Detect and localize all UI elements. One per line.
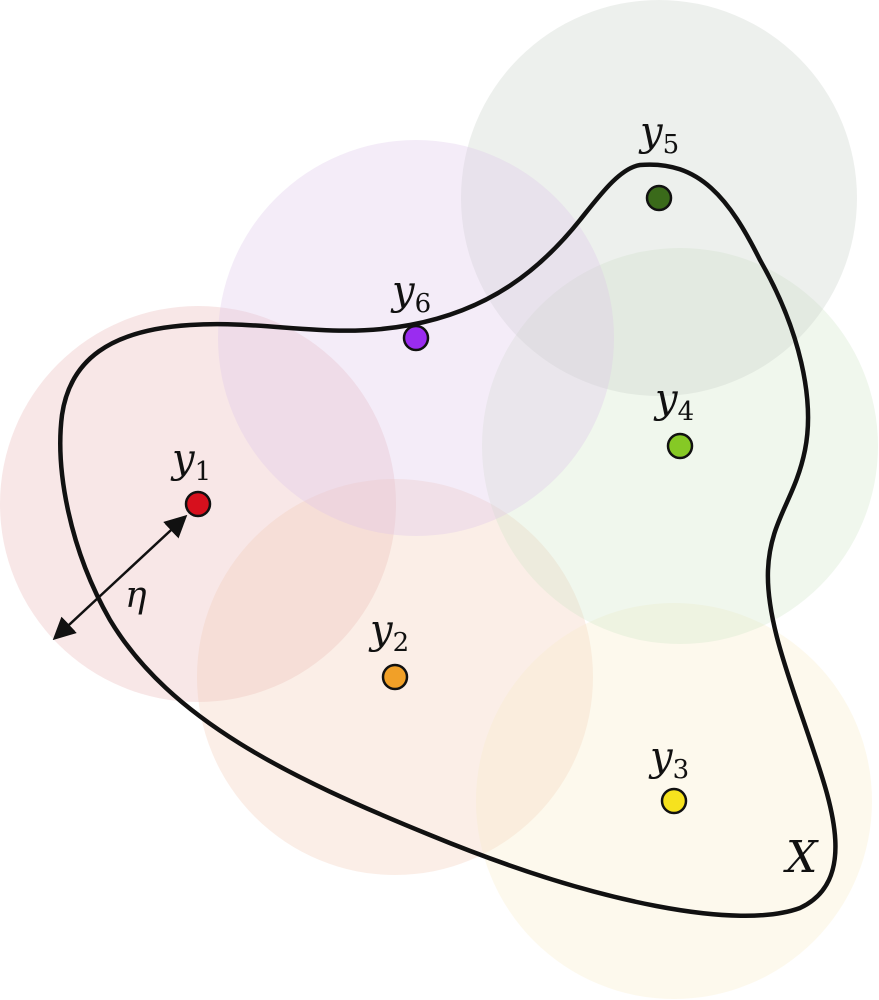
- label-y2: y2: [368, 607, 409, 658]
- set-label: X: [783, 832, 819, 883]
- point-y2: [381, 663, 409, 691]
- label-y6: y6: [390, 268, 431, 319]
- center-points: [184, 184, 694, 815]
- radius-label: η: [125, 575, 147, 616]
- point-y3: [660, 787, 688, 815]
- label-y5: y5: [638, 109, 679, 160]
- set-boundary-curve: [58, 162, 838, 918]
- label-y3: y3: [648, 734, 689, 785]
- point-labels: y1 y2 y3 y4 y5 y6: [170, 109, 694, 785]
- label-y4: y4: [653, 376, 694, 427]
- label-y1: y1: [170, 436, 211, 487]
- point-y6: [402, 324, 430, 352]
- point-y4: [666, 432, 694, 460]
- point-y5: [645, 184, 673, 212]
- point-y1: [184, 490, 212, 518]
- radius-arrow: [52, 514, 188, 641]
